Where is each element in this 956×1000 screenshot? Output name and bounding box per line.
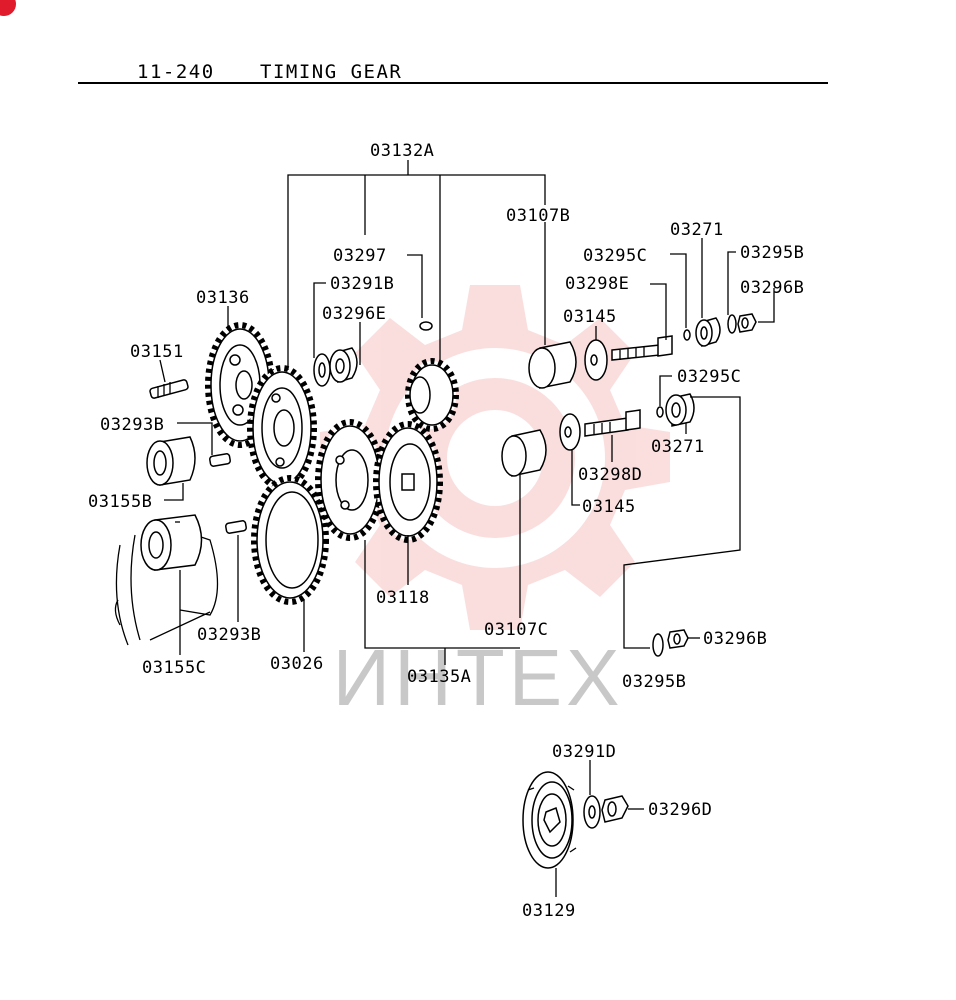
- label-03118: 03118: [376, 588, 430, 608]
- pin-03293b-lower: [225, 520, 247, 534]
- label-03296b-top: 03296B: [740, 278, 804, 298]
- label-03296b-bottom: 03296B: [703, 629, 767, 649]
- nut-03296b-bottom: [667, 629, 689, 649]
- gear-03136-front: [247, 365, 317, 491]
- label-03298d: 03298D: [578, 465, 642, 485]
- label-03297: 03297: [333, 246, 387, 266]
- collar-03296e: [329, 347, 358, 383]
- label-03132a: 03132A: [370, 141, 434, 161]
- label-03151: 03151: [130, 342, 184, 362]
- disc-03129: [522, 771, 577, 869]
- label-03107c: 03107C: [484, 620, 548, 640]
- ring-03295b-bottom: [652, 633, 664, 657]
- watermark-text: ИНТЕХ: [333, 633, 624, 722]
- collar-03271-top: [695, 317, 721, 347]
- page-title: TIMING GEAR: [260, 61, 402, 83]
- label-03296d: 03296D: [648, 800, 712, 820]
- label-03107b: 03107B: [506, 206, 570, 226]
- washer-03291b: [313, 353, 331, 387]
- ring-03295b-top: [727, 314, 737, 334]
- washer-03145-mid: [559, 413, 581, 451]
- label-03129: 03129: [522, 901, 576, 921]
- corner-badge: [0, 0, 16, 16]
- label-03271-top: 03271: [670, 220, 724, 240]
- label-03026: 03026: [270, 654, 324, 674]
- washer-03291d: [583, 795, 601, 829]
- label-03271-mid: 03271: [651, 437, 705, 457]
- label-03155b: 03155B: [88, 492, 152, 512]
- gear-03135a-left: [315, 419, 385, 541]
- leader-lines: [159, 160, 775, 897]
- collar-03271-mid: [665, 393, 695, 427]
- label-03295b-bottom: 03295B: [622, 672, 686, 692]
- label-03155c: 03155C: [142, 658, 206, 678]
- ring-03295c-mid: [656, 406, 664, 418]
- bushing-03155c: [140, 514, 203, 571]
- gear-03118: [373, 421, 443, 543]
- label-03295b-top: 03295B: [740, 243, 804, 263]
- bolt-03298d: [584, 409, 641, 437]
- ring-03295c-top: [683, 329, 691, 341]
- key-03297: [419, 321, 433, 331]
- label-03293b-bottom: 03293B: [197, 625, 261, 645]
- bolt-03298e: [611, 335, 673, 361]
- washer-03145-top: [584, 339, 608, 381]
- label-03293b-top: 03293B: [100, 415, 164, 435]
- label-03291b: 03291B: [330, 274, 394, 294]
- label-03296e: 03296E: [322, 304, 386, 324]
- label-03145-mid: 03145: [582, 497, 636, 517]
- pin-03293b-upper: [209, 453, 231, 467]
- label-03295c-top: 03295C: [583, 246, 647, 266]
- nut-03296d: [601, 795, 629, 823]
- bushing-03155b: [146, 436, 196, 486]
- spacer-03107b: [528, 341, 577, 389]
- gear-03026: [251, 475, 329, 605]
- nut-03296b-top: [737, 313, 757, 333]
- label-03295c-mid: 03295C: [677, 367, 741, 387]
- pin-03151: [149, 379, 189, 399]
- gear-03132a: [405, 358, 459, 432]
- label-03145-top: 03145: [563, 307, 617, 327]
- label-03136: 03136: [196, 288, 250, 308]
- watermark-logo: [320, 285, 670, 630]
- spacer-03107c: [501, 429, 547, 477]
- label-03291d: 03291D: [552, 742, 616, 762]
- label-03298e: 03298E: [565, 274, 629, 294]
- section-number: 11-240: [137, 61, 215, 83]
- label-03135a: 03135A: [407, 667, 471, 687]
